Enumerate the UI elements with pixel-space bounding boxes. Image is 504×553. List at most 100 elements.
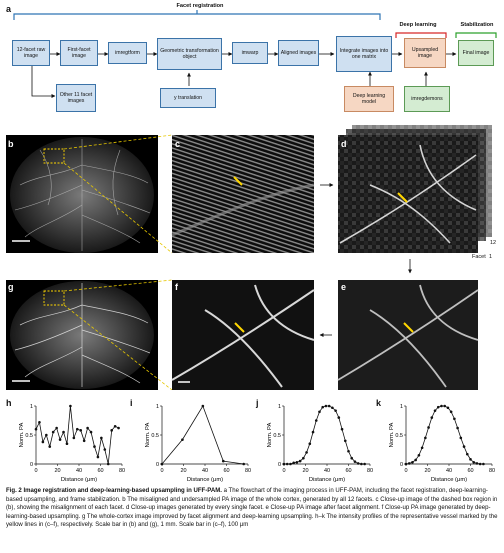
facet-label: Facet (472, 254, 486, 260)
y-tick-label: 0 (278, 462, 281, 468)
image-panel-f (171, 280, 315, 390)
x-tick-label: 80 (245, 468, 251, 474)
x-axis-label: Distance (μm) (309, 477, 345, 483)
x-tick-label: 20 (54, 468, 60, 474)
data-point (93, 445, 96, 448)
data-point (106, 462, 110, 466)
data-point (160, 462, 164, 466)
data-point (181, 438, 184, 441)
x-tick-label: 80 (367, 468, 373, 474)
series-line (35, 405, 119, 465)
y-tick-label: 0 (30, 462, 33, 468)
data-point (318, 410, 321, 414)
data-point (427, 426, 430, 429)
data-point (45, 433, 48, 437)
stabilization-bracket (455, 32, 497, 38)
data-point (113, 425, 117, 428)
data-point (331, 406, 334, 410)
image-panel-c (171, 135, 315, 253)
data-point (411, 460, 414, 464)
data-point (420, 446, 424, 450)
y-tick-label: 1 (30, 404, 33, 410)
box-y-translation: y translation (160, 88, 216, 108)
data-point (404, 462, 408, 466)
x-tick-label: 20 (424, 468, 430, 474)
y-tick-label: 1 (156, 404, 159, 410)
data-point (340, 427, 344, 431)
series-line (284, 405, 365, 465)
x-tick-label: 0 (160, 468, 163, 474)
data-point (289, 462, 292, 466)
y-tick-label: 0.5 (151, 433, 159, 439)
y-axis-label: Norm. PA (145, 423, 151, 448)
panel-letter-c: c (175, 139, 181, 149)
x-tick-label: 60 (467, 468, 473, 474)
x-tick-label: 0 (282, 468, 285, 474)
data-point (482, 462, 485, 466)
group-label-stabilization: Stabilization (460, 22, 494, 28)
data-point (221, 459, 225, 463)
facet-registration-bracket (13, 13, 381, 20)
axes-j (283, 406, 370, 465)
x-tick-label: 0 (404, 468, 407, 474)
data-point (440, 404, 443, 408)
data-point (347, 449, 350, 453)
data-point (324, 404, 328, 408)
figure-caption: Fig. 2 Image registration and deep-learn… (6, 487, 498, 530)
deep-learning-bracket (395, 32, 447, 38)
box-geometric-transformation: Geometric transformation object (157, 38, 222, 70)
panel-letter-a: a (6, 4, 12, 14)
data-point (298, 459, 302, 463)
data-point (469, 458, 472, 461)
data-point (314, 419, 318, 422)
data-point (295, 460, 299, 464)
box-imwarp: imwarp (232, 42, 268, 64)
data-point (456, 426, 459, 430)
data-point (55, 426, 58, 430)
data-point (96, 455, 100, 459)
box-upsampled-image: Upsampled image (404, 38, 446, 68)
data-point (430, 416, 434, 419)
y-axis-label: Norm. PA (267, 423, 273, 448)
data-point (446, 406, 450, 410)
data-point (117, 426, 120, 430)
data-point (453, 417, 456, 421)
data-point (38, 420, 41, 424)
box-other-facets: Other 11 facet images (56, 84, 96, 112)
x-tick-label: 80 (119, 468, 125, 474)
axes-i (161, 406, 248, 465)
y-axis-label: Norm. PA (19, 423, 25, 448)
data-point (334, 409, 337, 412)
data-point (51, 430, 55, 434)
data-point (414, 458, 417, 462)
data-point (308, 442, 312, 445)
box-integrate-images: Integrate images into one matrix (336, 36, 392, 72)
data-point (48, 445, 52, 448)
y-tick-label: 0 (400, 462, 403, 468)
data-point (478, 462, 482, 466)
panel-letter-b: b (8, 139, 14, 149)
y-tick-label: 1 (400, 404, 403, 410)
box-imregdemons: imregdemons (404, 86, 450, 112)
data-point (353, 460, 357, 463)
panel-letter-e: e (341, 282, 347, 292)
y-tick-label: 0.5 (25, 433, 33, 439)
data-point (282, 462, 286, 466)
y-axis-label: Norm. PA (389, 423, 395, 448)
box-raw-image: 12-facet raw image (12, 40, 50, 66)
data-point (285, 462, 289, 466)
data-point (201, 404, 205, 408)
x-tick-label: 0 (34, 468, 37, 474)
data-point (443, 404, 446, 408)
data-point (302, 456, 305, 460)
data-point (424, 436, 427, 440)
data-point (75, 427, 79, 431)
data-point (86, 426, 89, 430)
data-point (436, 405, 440, 409)
data-point (41, 440, 45, 444)
x-axis-label: Distance (μm) (187, 477, 223, 483)
